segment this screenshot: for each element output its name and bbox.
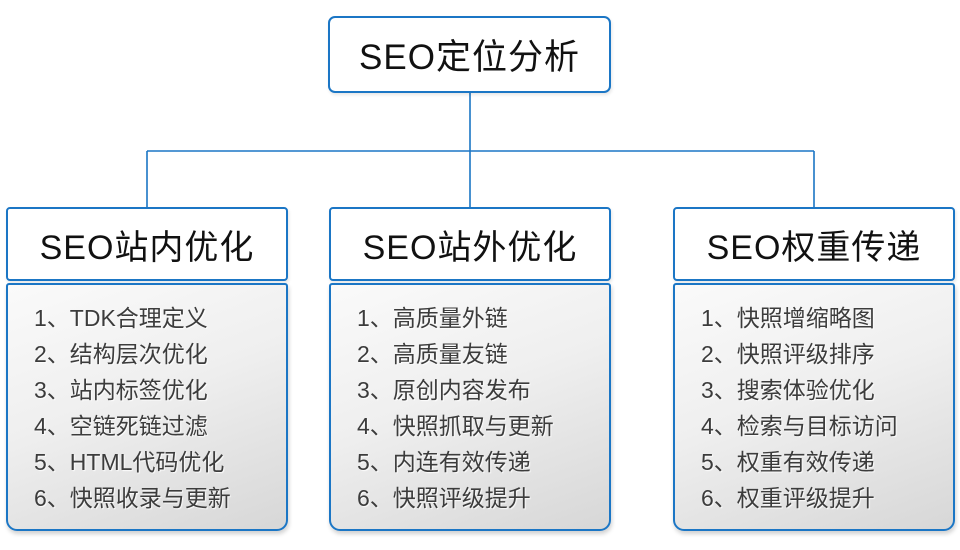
column-list-offsite: 1、高质量外链 2、高质量友链 3、原创内容发布 4、快照抓取与更新 5、内连有… xyxy=(329,283,611,531)
list-item: 2、结构层次优化 xyxy=(34,341,208,367)
column-list-onsite: 1、TDK合理定义 2、结构层次优化 3、站内标签优化 4、空链死链过滤 5、H… xyxy=(6,283,288,531)
list-item: 1、快照增缩略图 xyxy=(701,305,875,331)
list-item: 2、高质量友链 xyxy=(357,341,508,367)
column-header-onsite: SEO站内优化 xyxy=(6,207,288,281)
list-item: 4、检索与目标访问 xyxy=(701,413,898,439)
tree-connector-path xyxy=(146,93,815,207)
list-item: 1、TDK合理定义 xyxy=(34,305,208,331)
column-header-weight: SEO权重传递 xyxy=(673,207,955,281)
list-item: 3、站内标签优化 xyxy=(34,377,208,403)
list-item: 5、权重有效传递 xyxy=(701,449,875,475)
list-item: 3、搜索体验优化 xyxy=(701,377,875,403)
root-node: SEO定位分析 xyxy=(328,16,611,93)
root-node-label: SEO定位分析 xyxy=(359,38,580,77)
list-item: 2、快照评级排序 xyxy=(701,341,875,367)
list-item: 5、内连有效传递 xyxy=(357,449,531,475)
column-header-weight-label: SEO权重传递 xyxy=(706,228,922,267)
column-header-offsite: SEO站外优化 xyxy=(329,207,611,281)
list-item: 3、原创内容发布 xyxy=(357,377,531,403)
column-header-onsite-label: SEO站内优化 xyxy=(39,228,255,267)
list-item: 4、空链死链过滤 xyxy=(34,413,208,439)
list-item: 6、快照收录与更新 xyxy=(34,485,231,511)
list-item: 6、权重评级提升 xyxy=(701,485,875,511)
column-header-offsite-label: SEO站外优化 xyxy=(362,228,578,267)
list-item: 1、高质量外链 xyxy=(357,305,508,331)
list-item: 4、快照抓取与更新 xyxy=(357,413,554,439)
list-item: 5、HTML代码优化 xyxy=(34,449,225,475)
column-list-weight: 1、快照增缩略图 2、快照评级排序 3、搜索体验优化 4、检索与目标访问 5、权… xyxy=(673,283,955,531)
list-item: 6、快照评级提升 xyxy=(357,485,531,511)
